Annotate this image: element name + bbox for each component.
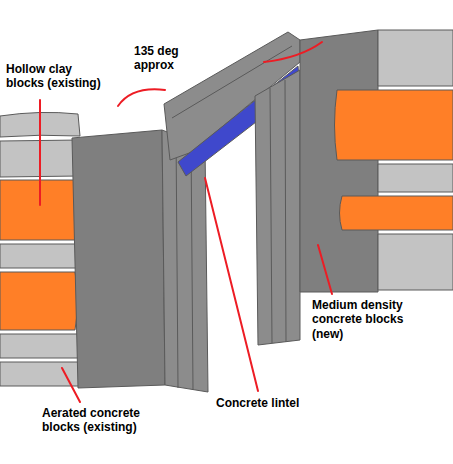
part-label: Concrete lintel xyxy=(216,396,366,410)
leader-line xyxy=(264,42,322,62)
pier-side-face xyxy=(255,70,300,345)
leader-line xyxy=(318,245,332,294)
aerated-block xyxy=(0,244,81,268)
aerated-block xyxy=(378,164,453,192)
aerated-block xyxy=(378,234,453,290)
aerated-block xyxy=(378,30,453,86)
part-label: Aerated concrete blocks (existing) xyxy=(42,406,166,435)
leader-line xyxy=(39,100,41,205)
hollow-clay-block xyxy=(340,196,453,230)
hollow-clay-block xyxy=(0,180,78,240)
part-label: Medium density concrete blocks (new) xyxy=(312,298,438,341)
block-joint xyxy=(270,80,286,343)
part-label: 135 deg approx xyxy=(134,44,204,73)
part-label: Hollow clay blocks (existing) xyxy=(6,62,110,91)
leader-line xyxy=(62,368,80,402)
hollow-clay-block xyxy=(0,272,78,330)
concrete-pier xyxy=(300,30,378,292)
aerated-block xyxy=(0,334,80,358)
leader-line xyxy=(205,178,258,391)
hollow-clay-block xyxy=(335,90,453,160)
angle-mark xyxy=(118,89,165,106)
concrete-pier xyxy=(72,130,165,388)
